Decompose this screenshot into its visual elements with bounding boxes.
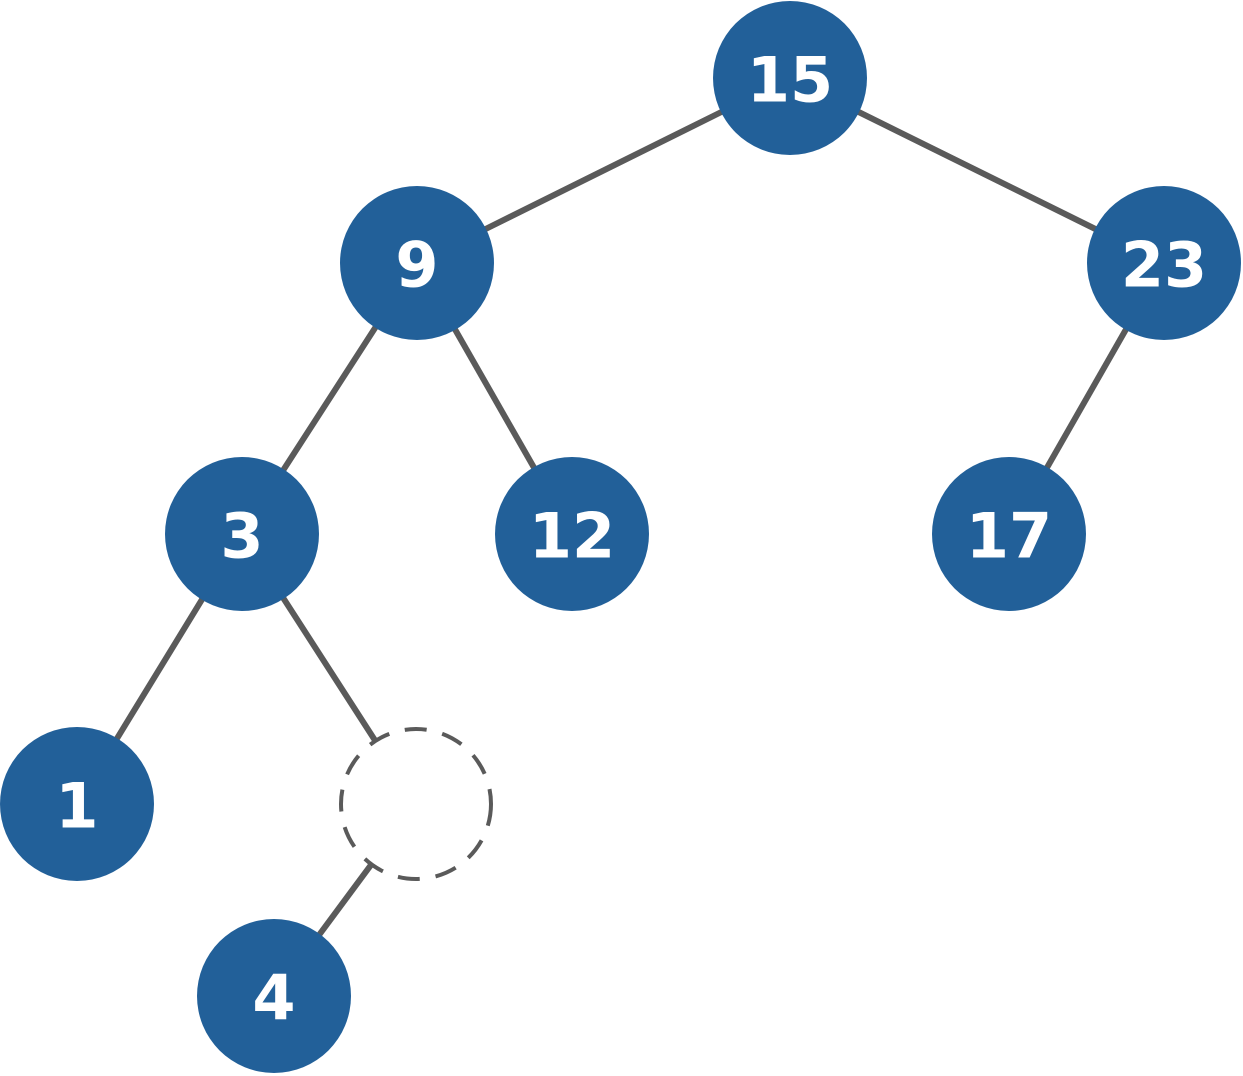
node-circle — [713, 1, 867, 155]
node-label: 15 — [747, 44, 833, 117]
tree-node-23: 23 — [1087, 186, 1241, 340]
node-label: 12 — [529, 500, 615, 573]
node-circle — [1087, 186, 1241, 340]
node-label: 23 — [1121, 229, 1207, 302]
placeholder-circle — [339, 727, 493, 881]
tree-node-3: 3 — [165, 457, 319, 611]
tree-node-17: 17 — [932, 457, 1086, 611]
edge-empty-n4 — [313, 859, 377, 941]
tree-node-1: 1 — [0, 727, 154, 881]
edge-n15-n23 — [852, 106, 1102, 235]
node-circle — [165, 457, 319, 611]
edge-n9-n12 — [449, 323, 540, 474]
tree-node-12: 12 — [495, 457, 649, 611]
node-circle — [495, 457, 649, 611]
edge-n9-n3 — [277, 320, 382, 477]
node-label: 3 — [220, 500, 263, 573]
edge-n23-n17 — [1041, 323, 1132, 474]
edge-n3-empty — [277, 592, 381, 746]
tree-node-9: 9 — [340, 186, 494, 340]
tree-node-15: 15 — [713, 1, 867, 155]
node-circle — [0, 727, 154, 881]
edge-n3-n1 — [111, 593, 208, 745]
edge-n15-n9 — [479, 106, 728, 235]
node-label: 9 — [395, 229, 438, 302]
tree-edges — [111, 106, 1132, 941]
node-label: 17 — [966, 500, 1052, 573]
node-circle — [340, 186, 494, 340]
node-circle — [932, 457, 1086, 611]
empty-node-placeholder — [339, 727, 493, 881]
tree-node-4: 4 — [197, 919, 351, 1073]
node-label: 1 — [55, 770, 98, 843]
node-circle — [197, 919, 351, 1073]
node-label: 4 — [252, 962, 295, 1035]
